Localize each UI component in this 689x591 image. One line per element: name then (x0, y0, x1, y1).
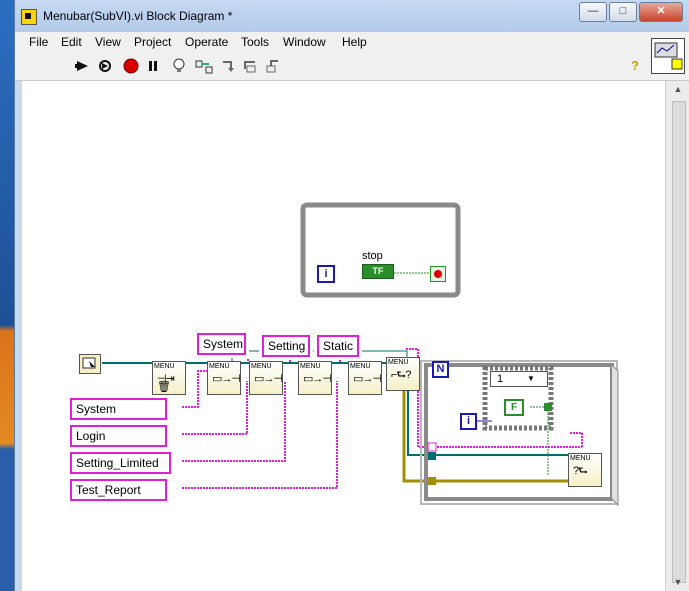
case-structure-frame (482, 365, 554, 431)
refnum-wire-to-forloop (407, 377, 570, 456)
menu-window[interactable]: Window (283, 35, 326, 49)
menu-help[interactable]: Help (342, 35, 367, 49)
string-wire-test-report (182, 381, 338, 489)
menu-bar: File Edit View Project Operate Tools Win… (15, 32, 689, 52)
case-selector-label: 1 (497, 373, 504, 385)
insert-menu-items-subvi-1[interactable]: MENU▭→⊣ (207, 361, 241, 395)
case-selector[interactable]: 1 ▼ (490, 371, 548, 387)
string-tunnel (427, 442, 437, 452)
for-loop-iteration-terminal[interactable]: i (460, 413, 477, 430)
close-button[interactable]: ✕ (639, 2, 683, 22)
string-constant-system[interactable]: System (70, 398, 167, 420)
string-wire-case (569, 432, 583, 447)
while-loop-frame (300, 202, 461, 298)
maximize-button[interactable]: □ (609, 2, 637, 22)
vertical-scrollbar[interactable]: ▲ ▼ (665, 81, 689, 591)
refnum-tunnel (428, 452, 436, 460)
labview-block-diagram-window: Menubar(SubVI).vi Block Diagram * — □ ✕ … (14, 0, 689, 591)
highlight-bulb-icon[interactable] (171, 58, 187, 74)
title-bar[interactable]: Menubar(SubVI).vi Block Diagram * — □ ✕ (15, 0, 689, 32)
run-continuous-icon[interactable] (97, 58, 113, 74)
case-selector-dropdown-icon[interactable]: ▼ (527, 374, 535, 383)
retain-wire-icon[interactable] (195, 58, 213, 74)
toolbar: ? (15, 52, 689, 81)
step-over-icon[interactable] (243, 58, 259, 74)
abort-icon[interactable] (123, 58, 139, 74)
false-boolean-constant[interactable]: F (504, 399, 524, 416)
menu-operate[interactable]: Operate (185, 35, 229, 49)
menu-file[interactable]: File (29, 35, 49, 49)
string-constant-setting-limited[interactable]: Setting_Limited (70, 452, 171, 474)
labview-vi-icon (21, 9, 37, 25)
scroll-down-arrow-icon[interactable]: ▼ (673, 577, 683, 587)
insert-menu-items-subvi-2[interactable]: MENU▭→⊣ (249, 361, 283, 395)
scrollbar-thumb[interactable] (672, 101, 686, 583)
help-icon[interactable]: ? (631, 58, 639, 73)
insert-menu-items-subvi-4[interactable]: MENU▭→⊣ (348, 361, 382, 395)
for-loop-shadow (611, 364, 619, 507)
pause-icon[interactable] (145, 58, 161, 74)
string-constant-setting[interactable]: Setting (262, 335, 310, 357)
error-wire-main (402, 377, 570, 483)
run-arrow-icon[interactable] (75, 58, 91, 74)
string-wire-login (182, 381, 248, 435)
string-wire-setting-limited (182, 381, 286, 462)
string-constant-static[interactable]: Static (317, 335, 359, 357)
menu-edit[interactable]: Edit (61, 35, 82, 49)
error-tunnel (428, 477, 436, 485)
string-constant-login[interactable]: Login (70, 425, 167, 447)
get-menu-selection-subvi[interactable]: MENU⌐⮑? (386, 357, 420, 391)
case-output-tunnel (544, 403, 552, 411)
stop-boolean-control[interactable]: TF (362, 264, 394, 279)
bool-wire (530, 406, 549, 476)
stop-label: stop (362, 250, 383, 262)
delete-menu-items-subvi[interactable]: MENU⊣⇥🗑 (152, 361, 186, 395)
while-loop-iteration-terminal[interactable]: i (317, 265, 335, 283)
scroll-up-arrow-icon[interactable]: ▲ (673, 84, 683, 94)
step-into-icon[interactable] (221, 58, 237, 74)
window-title: Menubar(SubVI).vi Block Diagram * (43, 9, 233, 23)
string-constant-test-report[interactable]: Test_Report (70, 479, 167, 501)
step-out-icon[interactable] (265, 58, 281, 74)
menu-view[interactable]: View (95, 35, 121, 49)
for-loop-count-terminal[interactable]: N (432, 361, 449, 378)
minimize-button[interactable]: — (579, 2, 607, 22)
insert-menu-items-subvi-3[interactable]: MENU▭→⊣ (298, 361, 332, 395)
menu-tools[interactable]: Tools (241, 35, 270, 49)
string-wire-system-top (241, 347, 249, 363)
enable-menu-tracking-subvi[interactable]: MENU?⮑ (568, 453, 602, 487)
string-wire-to-forloop (406, 348, 582, 448)
menu-project[interactable]: Project (134, 35, 172, 49)
stop-condition-terminal[interactable] (430, 266, 446, 282)
block-diagram-canvas[interactable]: i stop TF System Setting Static System L… (22, 81, 665, 591)
current-vi-menubar-node[interactable] (79, 354, 101, 374)
string-wire-system-left (182, 370, 208, 408)
string-constant-system-top[interactable]: System (197, 333, 246, 355)
vi-icon-connector-pane[interactable] (651, 38, 685, 74)
